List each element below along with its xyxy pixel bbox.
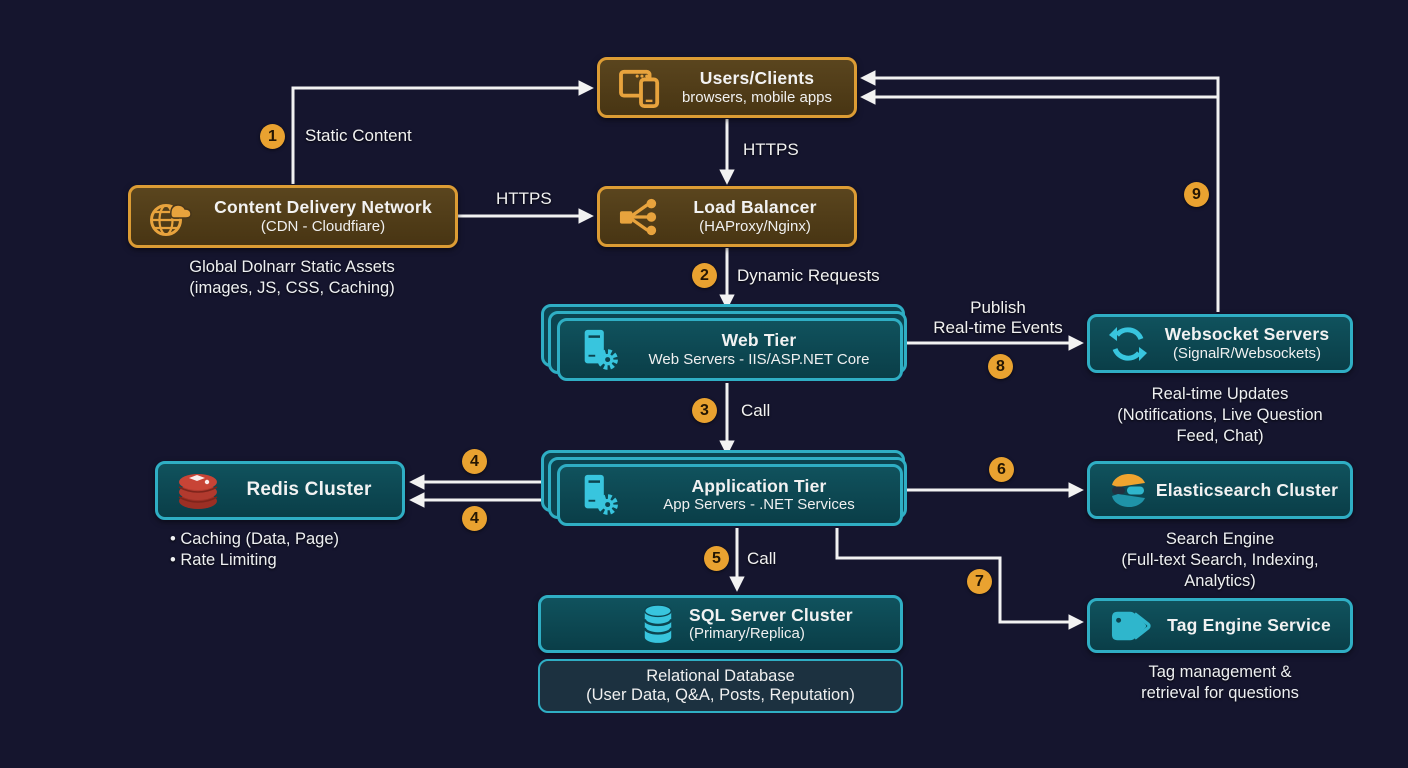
redis-caption: • Caching (Data, Page) • Rate Limiting bbox=[170, 530, 340, 569]
node-redis-cluster: Redis Cluster bbox=[155, 461, 405, 520]
web-title: Web Tier bbox=[721, 330, 797, 351]
elasticsearch-icon bbox=[1108, 470, 1148, 510]
sql-info-line2: (User Data, Q&A, Posts, Reputation) bbox=[586, 686, 855, 704]
badge-7: 7 bbox=[967, 569, 992, 594]
web-subtitle: Web Servers - IIS/ASP.NET Core bbox=[648, 350, 870, 368]
node-web-tier: Web Tier Web Servers - IIS/ASP.NET Core bbox=[541, 304, 907, 381]
tag-icon bbox=[1108, 607, 1152, 645]
cdn-title: Content Delivery Network bbox=[214, 197, 432, 218]
cdn-subtitle: (CDN - Cloudfiare) bbox=[260, 217, 386, 235]
load-balancer-icon bbox=[618, 197, 660, 237]
badge-8: 8 bbox=[988, 354, 1013, 379]
tag-title: Tag Engine Service bbox=[1167, 615, 1331, 636]
users-subtitle: browsers, mobile apps bbox=[681, 88, 833, 106]
database-icon bbox=[641, 603, 675, 645]
label-call-web-app: Call bbox=[741, 401, 771, 420]
node-load-balancer: Load Balancer (HAProxy/Nginx) bbox=[597, 186, 857, 247]
node-users-clients: Users/Clients browsers, mobile apps bbox=[597, 57, 857, 118]
node-websocket-servers: Websocket Servers (SignalR/Websockets) bbox=[1087, 314, 1353, 373]
label-https-cdn-lb: HTTPS bbox=[496, 189, 552, 208]
badge-3: 3 bbox=[692, 398, 717, 423]
sync-arrows-icon bbox=[1108, 324, 1148, 364]
label-static-content: Static Content bbox=[305, 126, 412, 145]
ws-title: Websocket Servers bbox=[1164, 324, 1330, 345]
badge-4a: 4 bbox=[462, 449, 487, 474]
websocket-caption: Real-time Updates (Notifications, Live Q… bbox=[1117, 385, 1323, 445]
app-subtitle: App Servers - .NET Services bbox=[663, 496, 855, 514]
node-cdn: Content Delivery Network (CDN - Cloudfia… bbox=[128, 185, 458, 248]
badge-2: 2 bbox=[692, 263, 717, 288]
label-call-app-sql: Call bbox=[747, 549, 777, 568]
sql-info-line1: Relational Database bbox=[646, 666, 795, 685]
label-dynamic-requests: Dynamic Requests bbox=[737, 266, 880, 285]
badge-5: 5 bbox=[704, 546, 729, 571]
lb-subtitle: (HAProxy/Nginx) bbox=[699, 217, 811, 235]
redis-title: Redis Cluster bbox=[246, 479, 372, 501]
app-title: Application Tier bbox=[691, 475, 827, 496]
server-gear-icon bbox=[578, 472, 622, 518]
badge-6: 6 bbox=[989, 457, 1014, 482]
lb-title: Load Balancer bbox=[693, 197, 817, 218]
badge-4b: 4 bbox=[462, 506, 487, 531]
globe-cloud-icon bbox=[149, 196, 195, 238]
sql-title: SQL Server Cluster bbox=[689, 604, 853, 625]
tag-caption: Tag management & retrieval for questions bbox=[1141, 663, 1299, 702]
sql-subtitle: (Primary/Replica) bbox=[689, 625, 805, 643]
label-https-users-lb: HTTPS bbox=[743, 140, 799, 159]
label-publish-events: Publish Real-time Events bbox=[933, 298, 1063, 337]
devices-icon bbox=[618, 68, 664, 108]
badge-9: 9 bbox=[1184, 182, 1209, 207]
node-sql-server-cluster: SQL Server Cluster (Primary/Replica) bbox=[538, 595, 903, 653]
server-gear-icon bbox=[578, 327, 622, 373]
node-tag-engine-service: Tag Engine Service bbox=[1087, 598, 1353, 653]
elasticsearch-caption: Search Engine (Full-text Search, Indexin… bbox=[1121, 530, 1319, 590]
es-title: Elasticsearch Cluster bbox=[1155, 479, 1339, 500]
redis-icon bbox=[176, 470, 220, 512]
node-elasticsearch-cluster: Elasticsearch Cluster bbox=[1087, 461, 1353, 519]
users-title: Users/Clients bbox=[699, 68, 815, 89]
ws-subtitle: (SignalR/Websockets) bbox=[1172, 344, 1322, 362]
badge-1: 1 bbox=[260, 124, 285, 149]
sql-info-panel: Relational Database (User Data, Q&A, Pos… bbox=[538, 659, 903, 713]
cdn-caption: Global Dolnarr Static Assets (images, JS… bbox=[189, 258, 395, 297]
node-application-tier: Application Tier App Servers - .NET Serv… bbox=[541, 450, 907, 526]
